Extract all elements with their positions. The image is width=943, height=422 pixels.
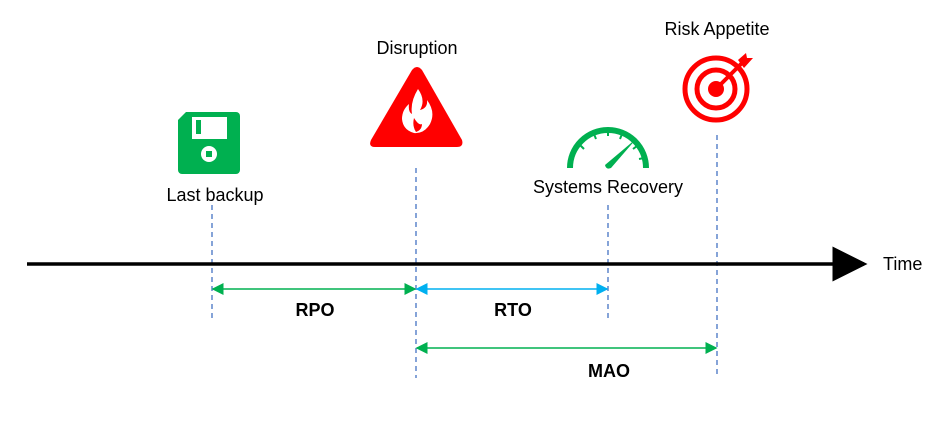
target-icon <box>682 53 753 123</box>
systems-recovery-label: Systems Recovery <box>533 177 683 197</box>
rpo-label: RPO <box>295 300 334 320</box>
last-backup-label: Last backup <box>166 185 263 205</box>
rto-label: RTO <box>494 300 532 320</box>
speedometer-icon <box>567 127 649 169</box>
disruption-label: Disruption <box>376 38 457 58</box>
time-axis-label: Time <box>883 254 922 274</box>
floppy-disk-icon <box>178 112 240 174</box>
fire-warning-icon <box>370 67 463 147</box>
risk-appetite-label: Risk Appetite <box>664 19 769 39</box>
mao-label: MAO <box>588 361 630 381</box>
